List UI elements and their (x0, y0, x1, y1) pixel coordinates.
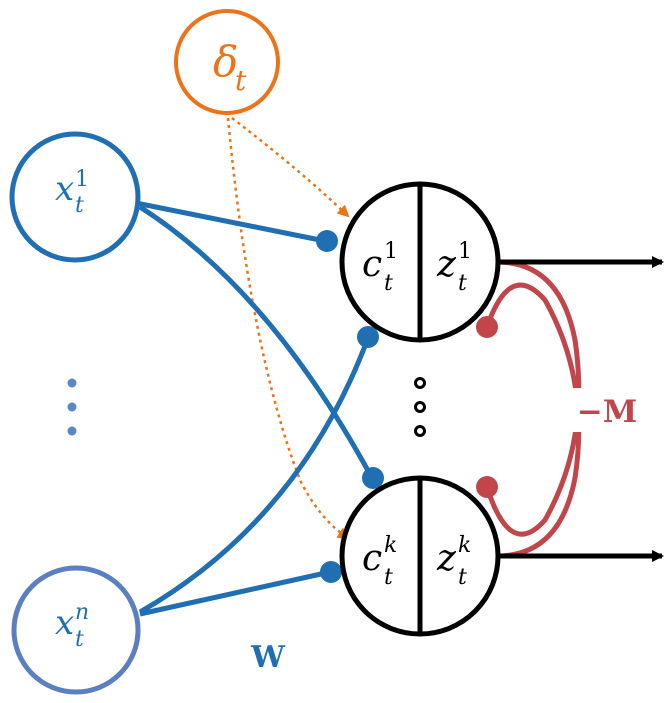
input-base: x (55, 603, 74, 643)
inhibition-dot (476, 316, 498, 338)
inhibition-dot (476, 476, 498, 498)
lateral-inhibition: −M (476, 259, 640, 559)
neuron-z-superscript: k (458, 533, 471, 558)
edge-xn-ck (139, 569, 331, 617)
neuron-c-superscript: 1 (384, 239, 398, 264)
neuron-c-subscript: t (384, 271, 393, 296)
neuron-z-subscript: t (458, 271, 467, 296)
input-superscript: 1 (75, 167, 89, 192)
synapse-dot (357, 326, 379, 348)
input-node-n: x n t (11, 565, 141, 695)
neuron-z-base: z (436, 244, 457, 285)
input-base: x (55, 169, 74, 209)
weight-connections (135, 200, 384, 617)
neuron-z-subscript: t (458, 565, 467, 590)
ellipsis-dot (414, 425, 426, 437)
modulator-edge-to-neuron-k (226, 117, 350, 540)
edge-xn-c1 (138, 337, 371, 615)
neuron-ellipsis (414, 377, 426, 437)
neuron-z-superscript: 1 (458, 239, 472, 264)
ellipsis-dot (67, 426, 77, 436)
input-superscript: n (75, 600, 89, 625)
neuron-c-base: c (362, 244, 382, 285)
edge-x1-ck (138, 204, 375, 480)
output-arrows (497, 256, 664, 562)
neuron-1: c 1 t z 1 t (339, 181, 501, 343)
ellipsis-dot (67, 378, 77, 388)
inhibition-label: −M (577, 394, 637, 430)
weight-label: W (250, 640, 286, 675)
ellipsis-dot (67, 402, 77, 412)
synapse-dot (362, 467, 384, 489)
ellipsis-dot (414, 401, 426, 413)
modulator-connections (226, 117, 350, 540)
modulator-node: δ t (174, 9, 280, 115)
input-circle (9, 131, 141, 263)
input-subscript: t (75, 627, 84, 652)
modulator-subscript: t (235, 64, 247, 97)
ellipsis-dot (414, 377, 426, 389)
input-ellipsis (67, 378, 77, 436)
modulator-circle (174, 9, 280, 115)
edge-x1-c1 (135, 200, 326, 244)
neuron-c-superscript: k (384, 533, 397, 558)
modulator-label: δ (213, 37, 238, 86)
input-subscript: t (75, 193, 84, 218)
neuron-c-base: c (362, 538, 382, 579)
neuron-c-subscript: t (384, 565, 393, 590)
neuron-z-base: z (436, 538, 457, 579)
modulator-edge-to-neuron-1 (231, 117, 350, 218)
input-circle (11, 565, 141, 695)
synapse-dot (320, 561, 342, 583)
neuron-k: c k t z k t (339, 475, 501, 637)
input-node-1: x 1 t (9, 131, 141, 263)
inhibition-label-background (560, 388, 640, 432)
synapse-dot (316, 230, 338, 252)
